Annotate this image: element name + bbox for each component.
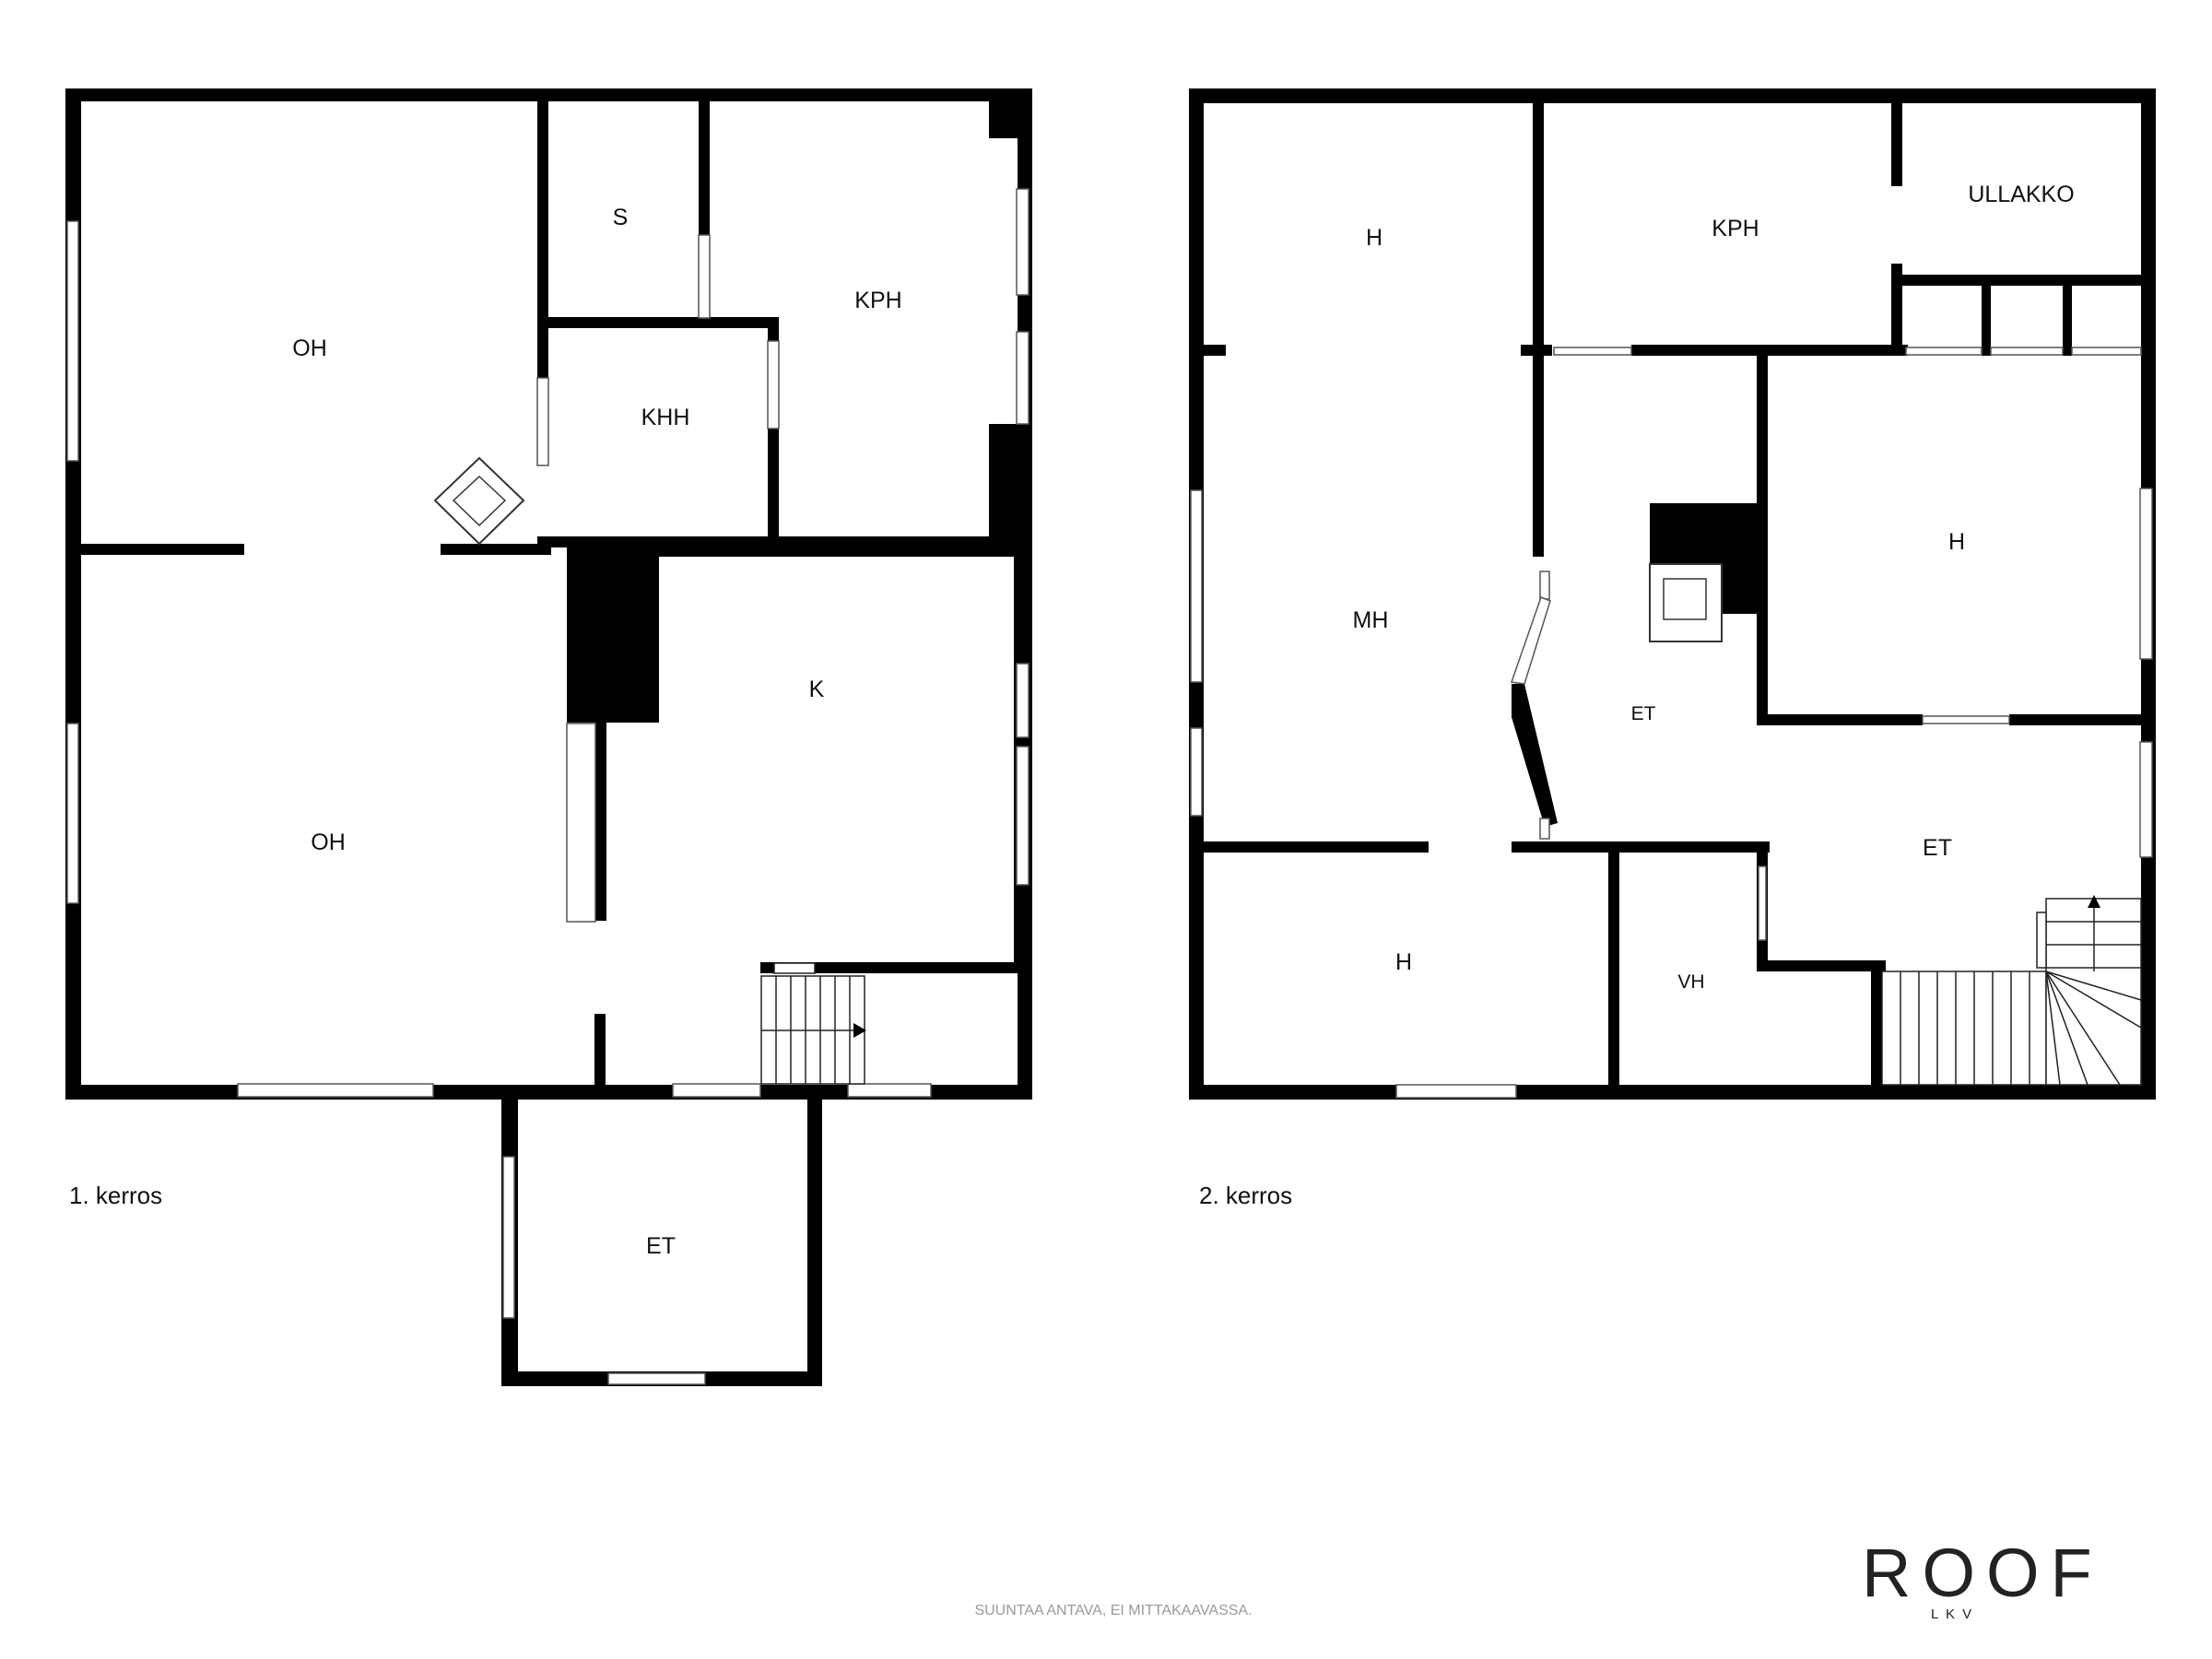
room-label-khh: KHH <box>641 405 690 430</box>
logo-subtext: L K V <box>1931 1606 1973 1622</box>
disclaimer-text: SUUNTAA ANTAVA, EI MITTAKAAVASSA. <box>974 1603 1252 1618</box>
room-label-et: ET <box>646 1233 676 1259</box>
room-label-kph: KPH <box>854 288 901 313</box>
room-label-k: K <box>809 677 825 702</box>
floor-1-plan <box>65 88 1032 1386</box>
room-label-oh-lower: OH <box>311 830 346 855</box>
floor-2-label: 2. kerros <box>1199 1182 1292 1209</box>
room-label-mh: MH <box>1353 607 1389 633</box>
room-label-et-center: ET <box>1631 703 1656 724</box>
floor-1-label: 1. kerros <box>69 1182 162 1209</box>
room-label-ullakko: ULLAKKO <box>1968 182 2074 207</box>
logo-wordmark: ROOF <box>1862 1535 2103 1611</box>
floor-2-plan <box>1189 88 2156 1100</box>
room-label-kph-2: KPH <box>1712 216 1759 241</box>
room-label-et-right: ET <box>1923 835 1952 861</box>
room-label-oh-upper: OH <box>292 335 327 361</box>
room-label-vh: VH <box>1677 971 1704 993</box>
room-label-h-bottom: H <box>1395 949 1412 975</box>
room-label-h-right: H <box>1948 529 1965 555</box>
room-label-h-top: H <box>1366 225 1382 251</box>
room-label-s: S <box>613 205 629 230</box>
